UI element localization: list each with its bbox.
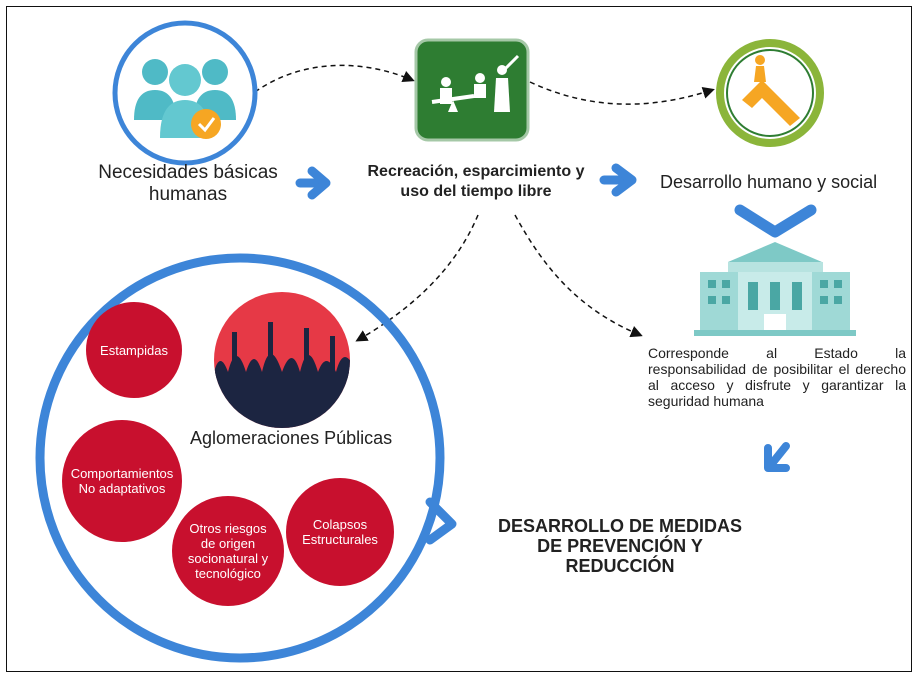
risk-circle [35, 253, 445, 663]
colapsos-line1: Colapsos [312, 517, 368, 532]
blue-arrow-diag [764, 442, 790, 472]
node-aglomeraciones: Aglomeraciones Públicas [190, 428, 393, 448]
blue-chevron-down [734, 204, 817, 238]
risk-otros: Otros riesgos de origen socionatural y t… [172, 496, 284, 606]
government-building-icon [694, 242, 856, 336]
dashed-arrow-recreation-to-state [514, 214, 643, 338]
comportamientos-line2: No adaptativos [78, 481, 166, 496]
recreation-icon [414, 38, 530, 142]
necesidades-line1: Necesidades básicas [98, 162, 278, 183]
node-desarrollo: Desarrollo humano y social [660, 172, 878, 192]
medidas-line2: DE PREVENCIÓN Y [537, 536, 703, 556]
diagram-frame [6, 6, 912, 672]
recreacion-line1: Recreación, esparcimiento y [367, 163, 585, 180]
estampidas-label: Estampidas [100, 342, 168, 358]
crowd-icon [214, 292, 350, 428]
otros-line3: socionatural y [187, 551, 269, 566]
otros-line1: Otros riesgos [189, 521, 267, 536]
circle-arrow [425, 497, 457, 545]
blue-arrow-1 [295, 166, 331, 200]
risk-estampidas: Estampidas [86, 302, 182, 398]
node-necesidades: Necesidades básicas humanas [88, 162, 288, 206]
risk-colapsos: Colapsos Estructurales [286, 478, 394, 586]
colapsos-line2: Estructurales [302, 532, 378, 547]
node-estado: Corresponde al Estado la responsabilidad… [648, 345, 906, 409]
otros-line4: tecnológico [195, 566, 261, 581]
growth-arrow-icon [716, 39, 824, 147]
medidas-line3: REDUCCIÓN [565, 556, 675, 576]
otros-line2: de origen [200, 536, 256, 551]
risk-comportamientos: Comportamientos No adaptativos [62, 420, 182, 542]
dashed-arrow-people-to-recreation [254, 64, 415, 93]
necesidades-line2: humanas [148, 184, 228, 205]
comportamientos-line1: Comportamientos [70, 466, 174, 481]
node-medidas: DESARROLLO DE MEDIDAS DE PREVENCIÓN Y RE… [470, 516, 770, 576]
dashed-arrow-recreation-to-crowd [355, 214, 479, 342]
blue-arrow-2 [599, 163, 637, 197]
people-group-icon [112, 20, 258, 166]
node-recreacion: Recreación, esparcimiento y uso del tiem… [336, 162, 616, 202]
dashed-arrow-recreation-to-development [529, 81, 715, 105]
medidas-line1: DESARROLLO DE MEDIDAS [497, 516, 742, 536]
recreacion-line2: uso del tiempo libre [400, 183, 552, 200]
